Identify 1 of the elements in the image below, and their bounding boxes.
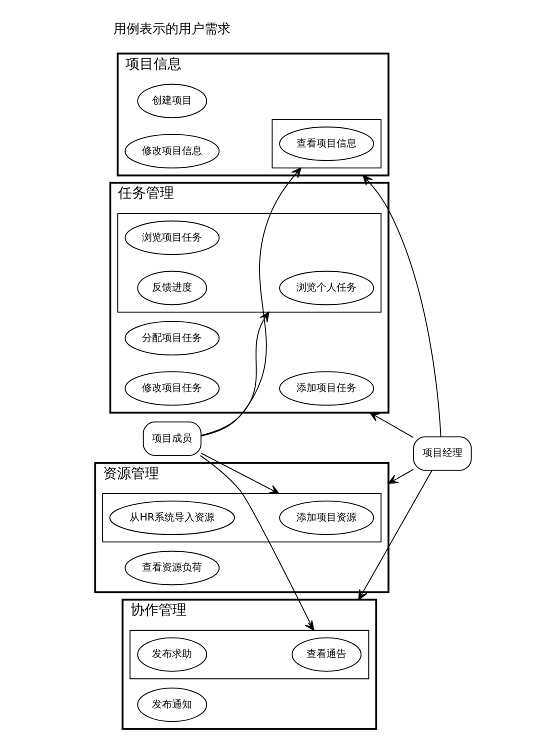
label: 用例表示的用户需求 bbox=[113, 22, 230, 37]
